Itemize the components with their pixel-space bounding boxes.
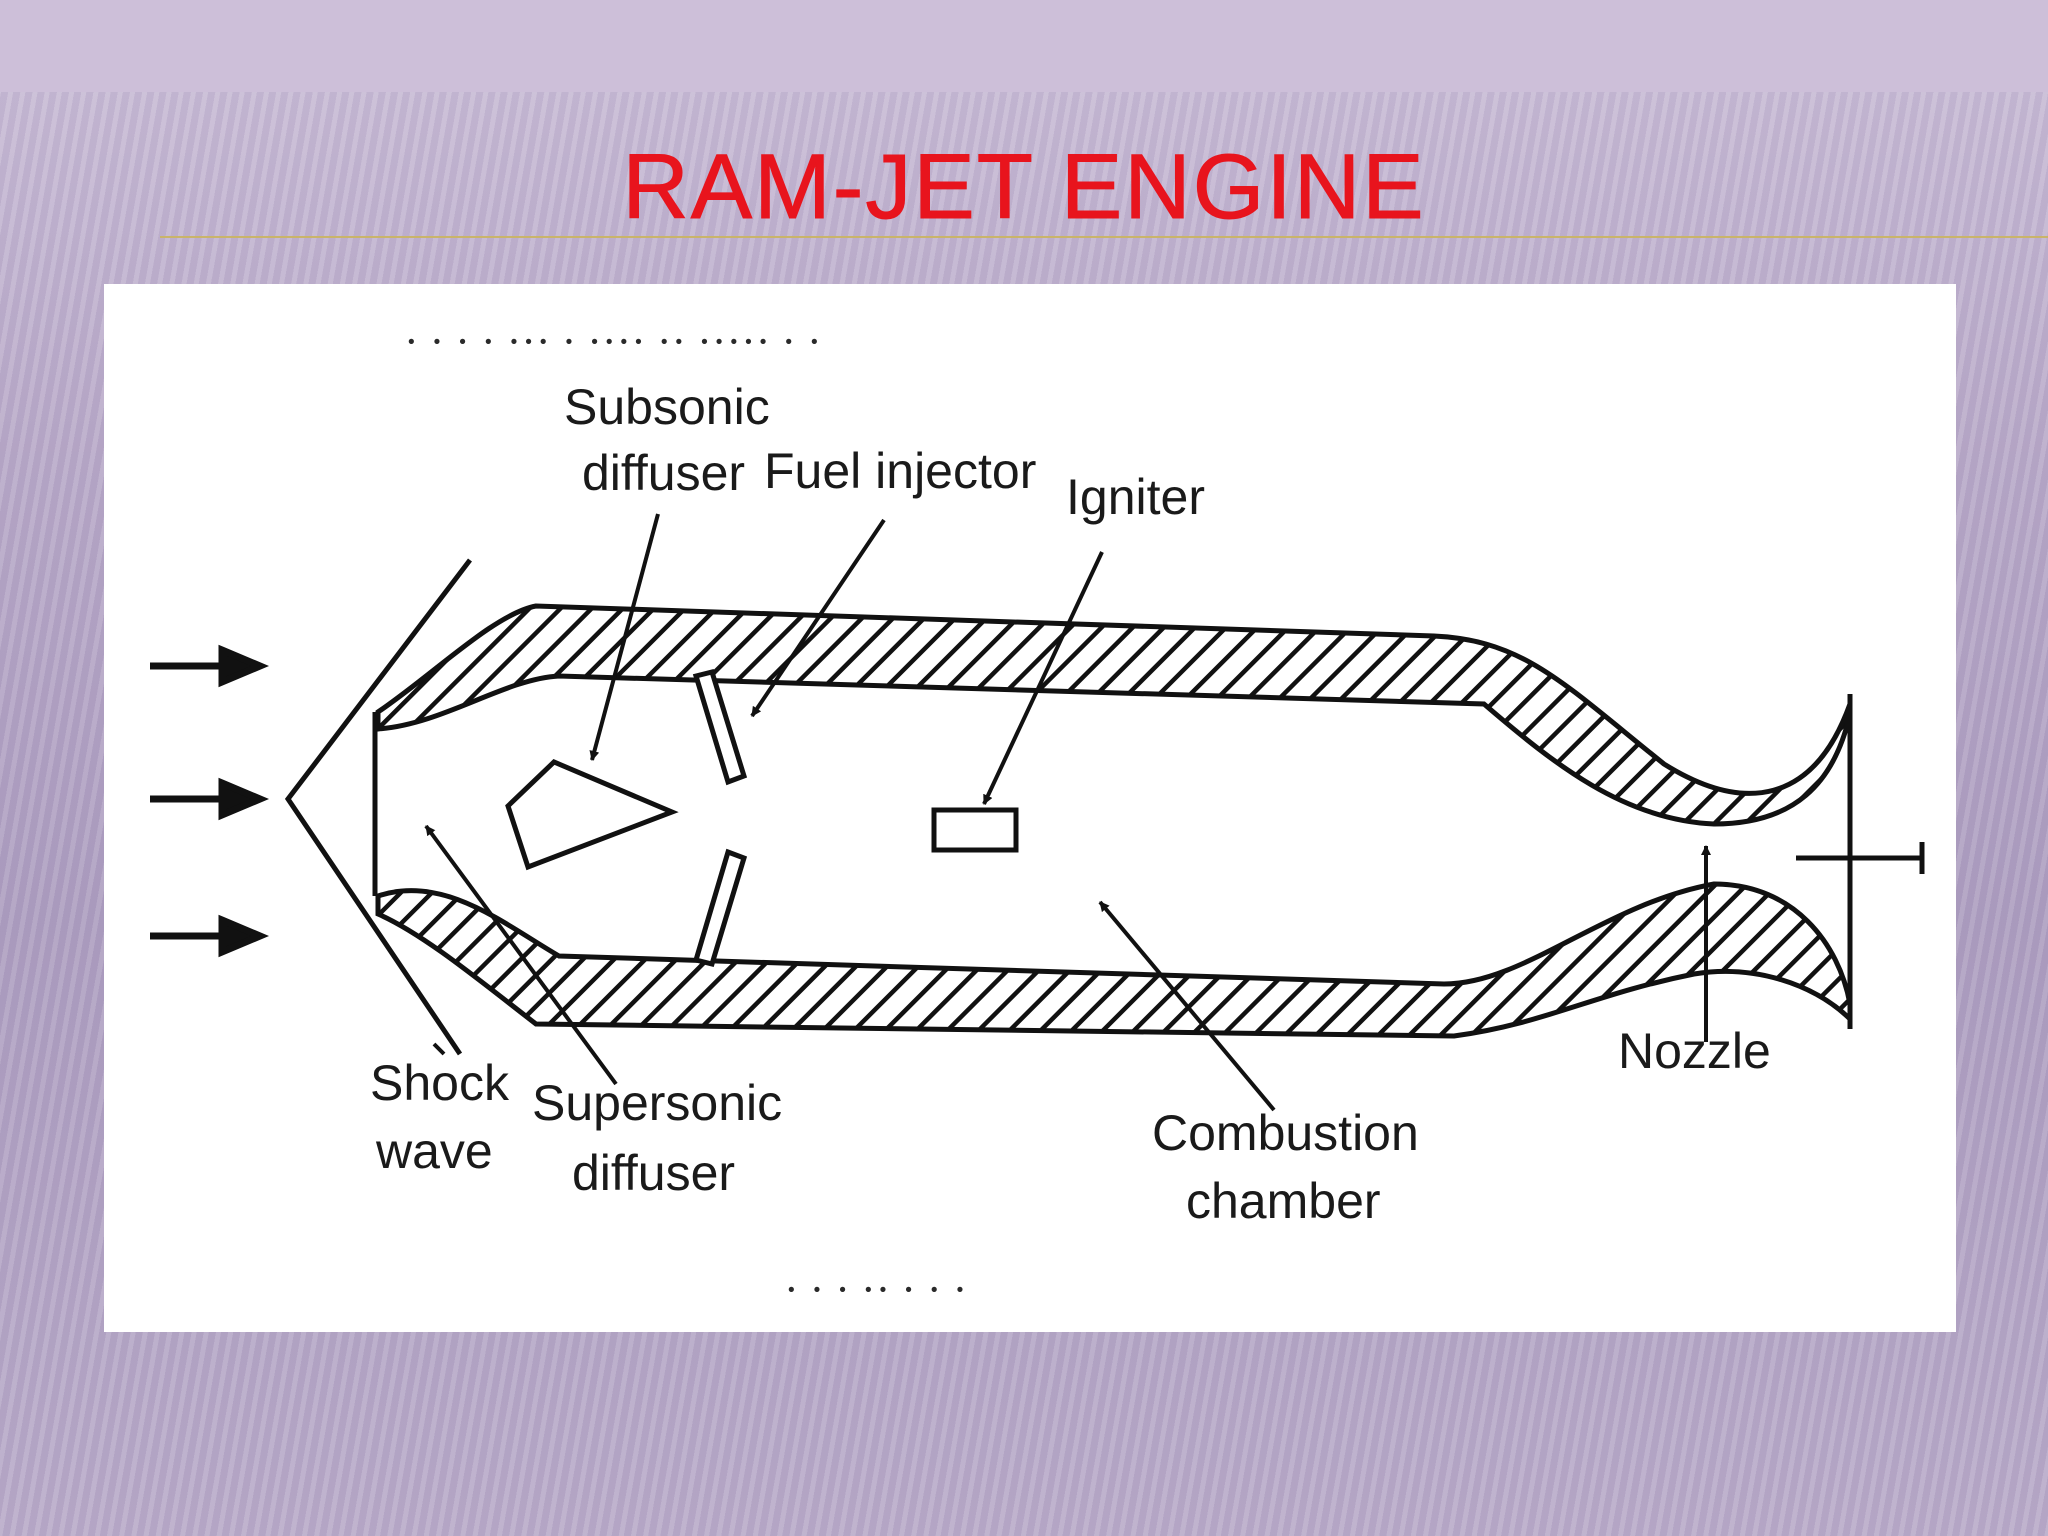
ramjet-diagram-panel: · · · · ··· · ···· ·· ····· · · · · · ··… — [104, 284, 1956, 1332]
title-divider — [160, 236, 2048, 238]
label-fuel-injector: Fuel injector — [764, 443, 1036, 499]
lower-wall — [375, 881, 1853, 1039]
title-area: RAM-JET ENGINE — [0, 132, 2048, 242]
center-body — [505, 759, 679, 871]
label-subsonic-line1: Subsonic — [564, 379, 770, 435]
label-supersonic-line2: diffuser — [572, 1145, 735, 1201]
label-subsonic-line2: diffuser — [582, 445, 745, 501]
label-supersonic-line1: Supersonic — [532, 1075, 782, 1131]
fuel-injector-lower — [692, 848, 748, 968]
label-combustion-line1: Combustion — [1152, 1105, 1419, 1161]
label-nozzle: Nozzle — [1618, 1023, 1771, 1079]
igniter-block — [931, 807, 1019, 853]
slide-top-band — [0, 0, 2048, 92]
label-combustion-line2: chamber — [1186, 1173, 1381, 1229]
cropped-text-bottom: · · · ·· · · · — [784, 1265, 967, 1314]
shock-wave-line — [284, 558, 472, 1056]
label-igniter: Igniter — [1066, 469, 1205, 525]
slide-title: RAM-JET ENGINE — [622, 136, 1426, 239]
airflow-arrows — [150, 644, 270, 958]
fuel-injector-upper — [692, 668, 748, 786]
label-shock-line1: Shock — [370, 1055, 510, 1111]
cropped-text-top: · · · · ··· · ···· ·· ····· · · — [404, 317, 822, 366]
leader-lines — [424, 513, 1711, 1112]
ramjet-diagram: · · · · ··· · ···· ·· ····· · · · · · ··… — [150, 317, 1925, 1314]
label-shock-line2: wave — [375, 1123, 493, 1179]
